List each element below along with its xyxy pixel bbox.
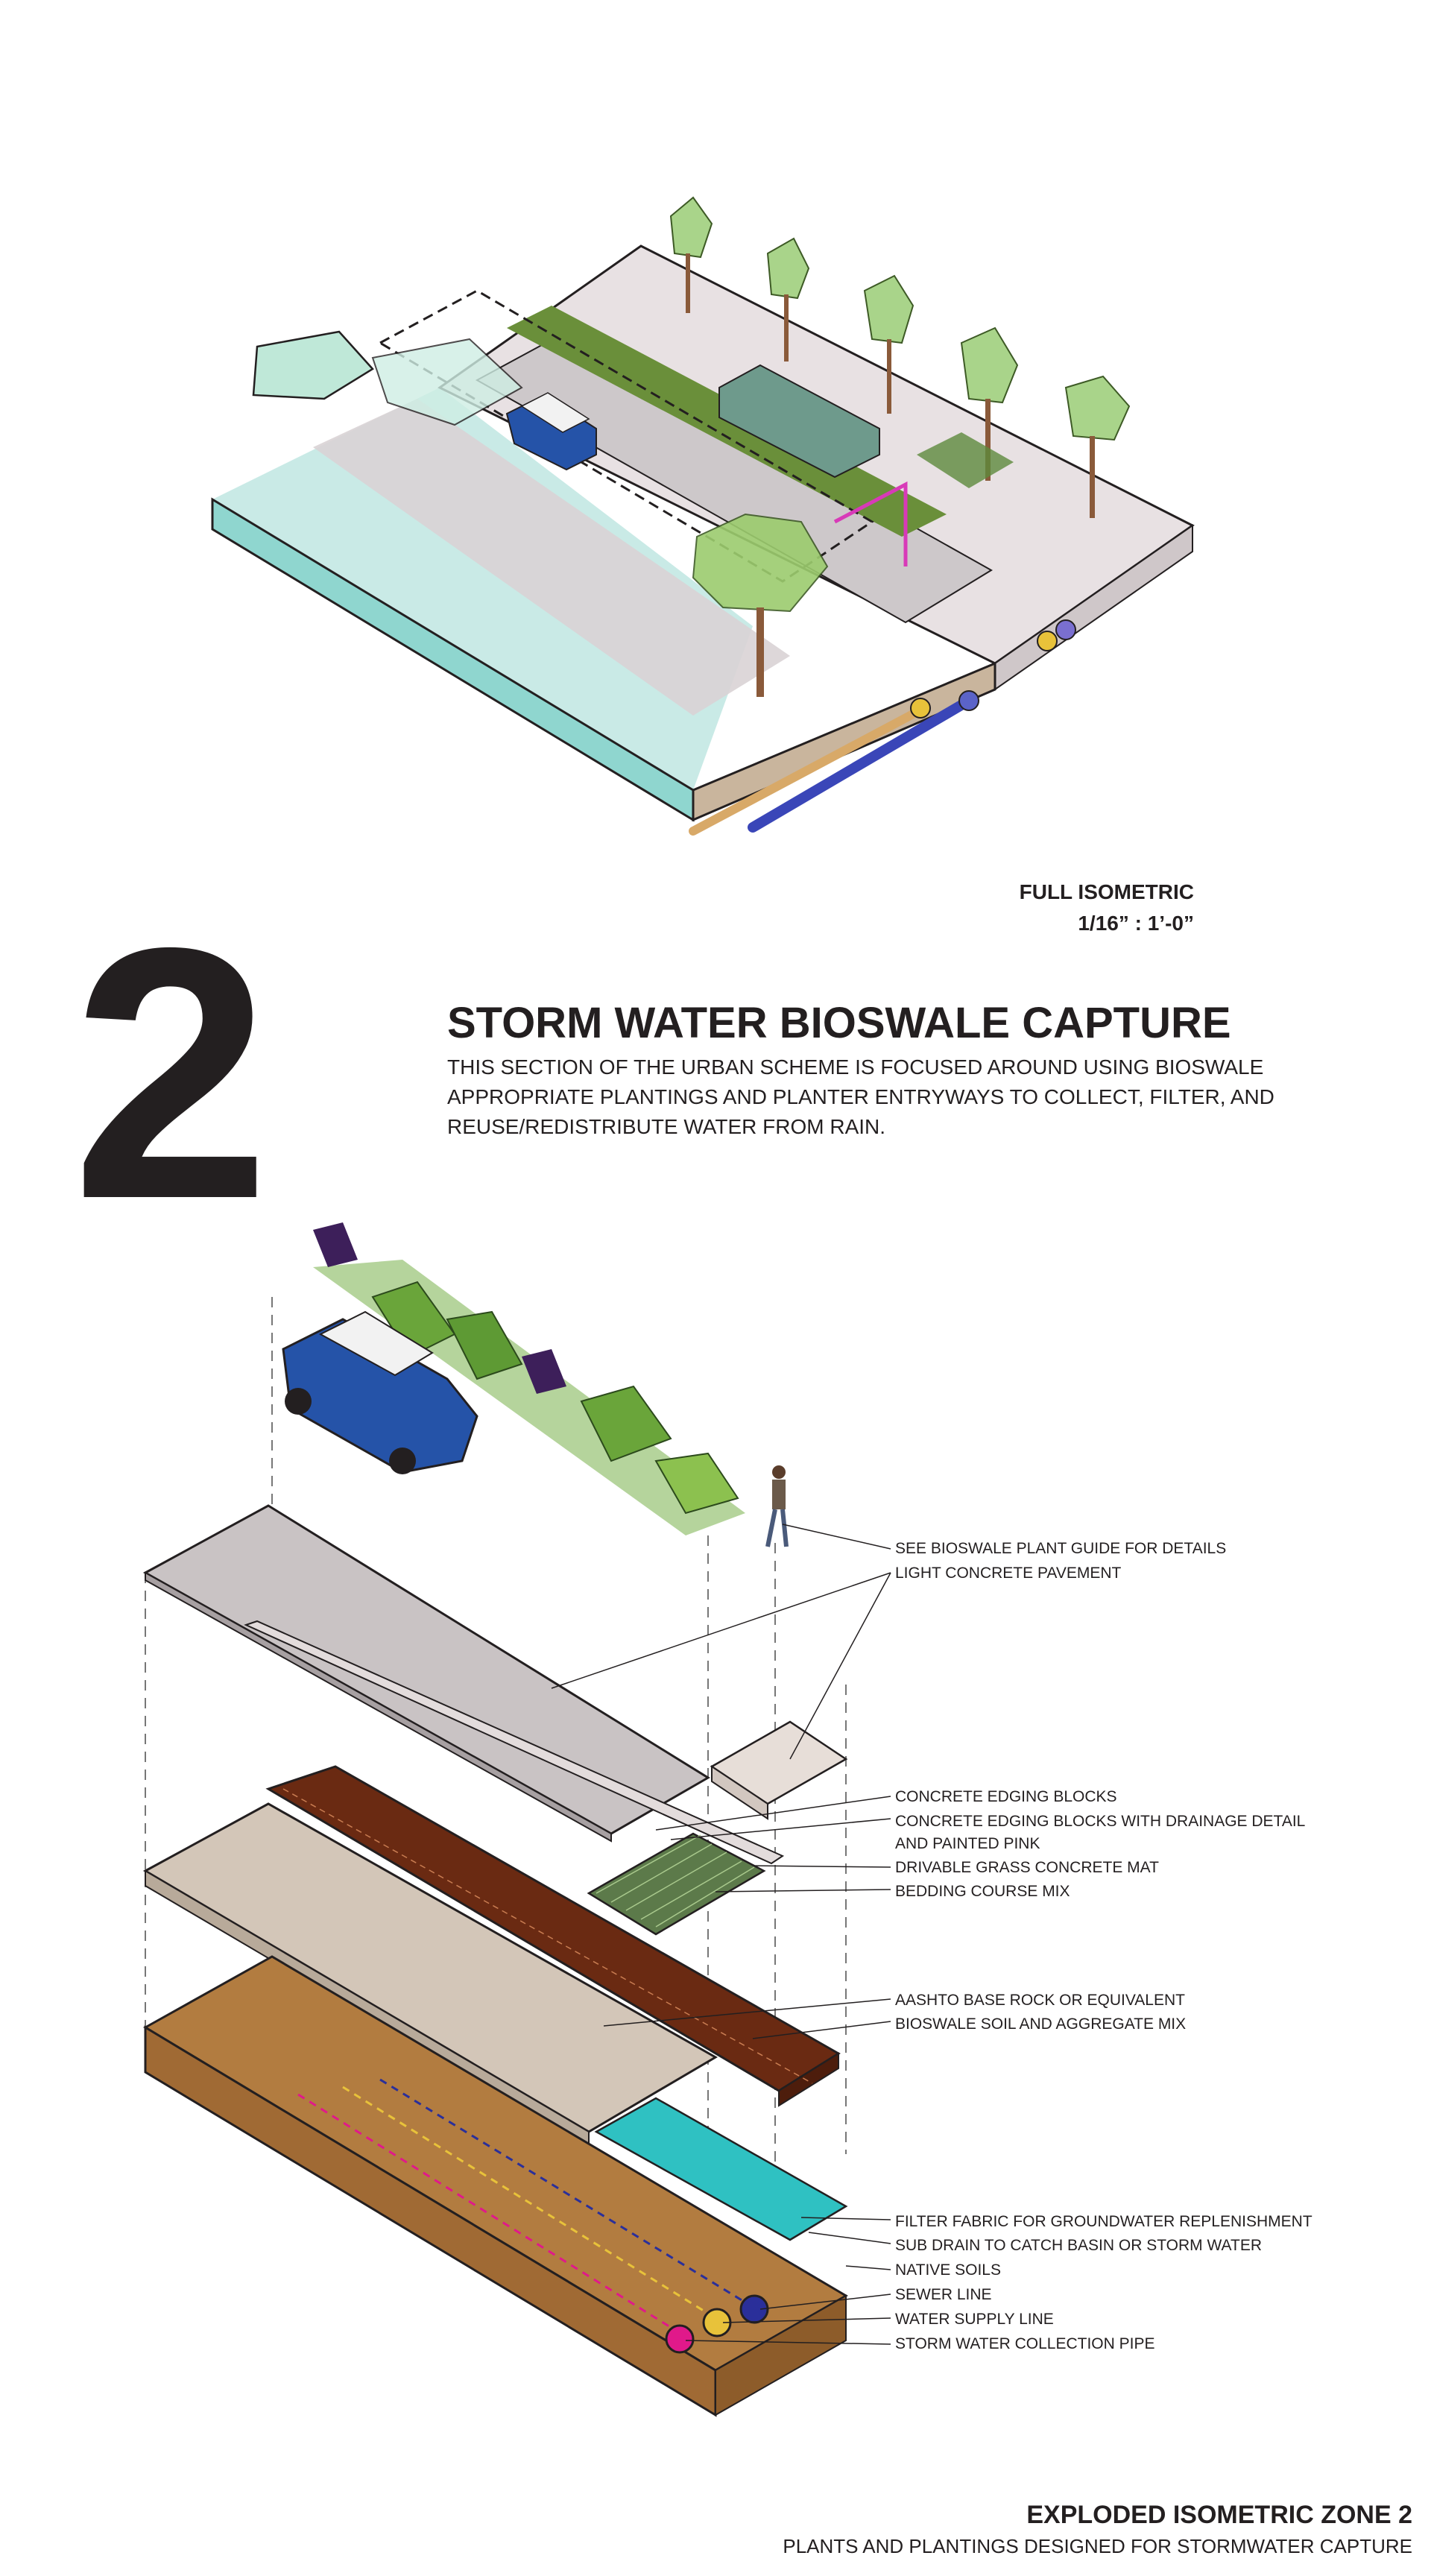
callout-sewer-line: SEWER LINE bbox=[895, 2286, 992, 2303]
pink-marker bbox=[833, 481, 908, 566]
pipe-blue-top bbox=[748, 695, 974, 833]
layer-filter-channel bbox=[594, 2097, 848, 2241]
layer-light-concrete-side bbox=[145, 1571, 612, 1843]
storm-pipe-end bbox=[665, 2324, 695, 2354]
callout-light-concrete: LIGHT CONCRETE PAVEMENT bbox=[895, 1565, 1122, 1582]
pipe-end-2 bbox=[1055, 619, 1076, 640]
callout-plant-guide: SEE BIOSWALE PLANT GUIDE FOR DETAILS bbox=[895, 1540, 1227, 1557]
car-exploded bbox=[282, 1310, 478, 1474]
car-top-blue bbox=[505, 392, 597, 471]
leader-lines bbox=[551, 1524, 891, 2345]
footer-subtitle: PLANTS AND PLANTINGS DESIGNED FOR STORMW… bbox=[783, 2535, 1412, 2557]
callout-native-soils: NATIVE SOILS bbox=[895, 2261, 1001, 2279]
footer-title: EXPLODED ISOMETRIC ZONE 2 bbox=[1026, 2501, 1412, 2529]
planting-layer bbox=[313, 1222, 745, 1535]
full-isometric-view bbox=[211, 196, 1195, 836]
canopy-2 bbox=[371, 338, 523, 426]
pipe-end-3 bbox=[910, 698, 931, 719]
layer-edging-blocks bbox=[244, 1620, 785, 1865]
callout-edging-drainage-line2: AND PAINTED PINK bbox=[895, 1835, 1040, 1852]
exploded-isometric-view bbox=[142, 1222, 891, 2417]
scale-value: 1/16” : 1’-0” bbox=[1078, 912, 1194, 935]
section-description: THIS SECTION OF THE URBAN SCHEME IS FOCU… bbox=[447, 1055, 1274, 1138]
callout-storm-pipe: STORM WATER COLLECTION PIPE bbox=[895, 2335, 1155, 2352]
layer-bioswale-soil-side bbox=[778, 2052, 839, 2107]
callout-edging-blocks: CONCRETE EDGING BLOCKS bbox=[895, 1788, 1117, 1805]
pipe-end-4 bbox=[958, 690, 979, 711]
callout-grass-mat: DRIVABLE GRASS CONCRETE MAT bbox=[895, 1859, 1159, 1876]
scale-label: FULL ISOMETRIC 1/16” : 1’-0” bbox=[1020, 877, 1194, 939]
sewer-pipe-end bbox=[739, 2294, 769, 2324]
pipe-tan-top bbox=[689, 704, 929, 836]
callout-aashto: AASHTO BASE ROCK OR EQUIVALENT bbox=[895, 1992, 1185, 2009]
tree-group bbox=[669, 196, 1131, 697]
callout-sub-drain: SUB DRAIN TO CATCH BASIN OR STORM WATER bbox=[895, 2237, 1262, 2254]
water-pool bbox=[212, 388, 753, 790]
car-top-green bbox=[718, 364, 880, 479]
callout-filter-fabric: FILTER FABRIC FOR GROUNDWATER REPLENISHM… bbox=[895, 2213, 1312, 2230]
grass-mat bbox=[917, 432, 1014, 488]
callout-bioswale-soil: BIOSWALE SOIL AND AGGREGATE MIX bbox=[895, 2015, 1187, 2033]
layer-grass-mat bbox=[587, 1832, 766, 1936]
sidewalk bbox=[313, 399, 790, 716]
layer-concrete-block-small-side bbox=[711, 1765, 768, 1820]
callout-water-supply: WATER SUPPLY LINE bbox=[895, 2311, 1054, 2328]
callout-bedding-course: BEDDING COURSE MIX bbox=[895, 1883, 1070, 1900]
section-title: STORM WATER BIOSWALE CAPTURE bbox=[447, 999, 1231, 1047]
canopy bbox=[252, 330, 374, 400]
pipe-end-1 bbox=[1037, 631, 1058, 651]
callout-edging-drainage-line1: CONCRETE EDGING BLOCKS WITH DRAINAGE DET… bbox=[895, 1813, 1306, 1830]
person-figure bbox=[765, 1465, 789, 1547]
section-number: 2 bbox=[72, 873, 271, 1273]
scale-title: FULL ISOMETRIC bbox=[1019, 880, 1194, 903]
zone-outline bbox=[377, 289, 874, 583]
